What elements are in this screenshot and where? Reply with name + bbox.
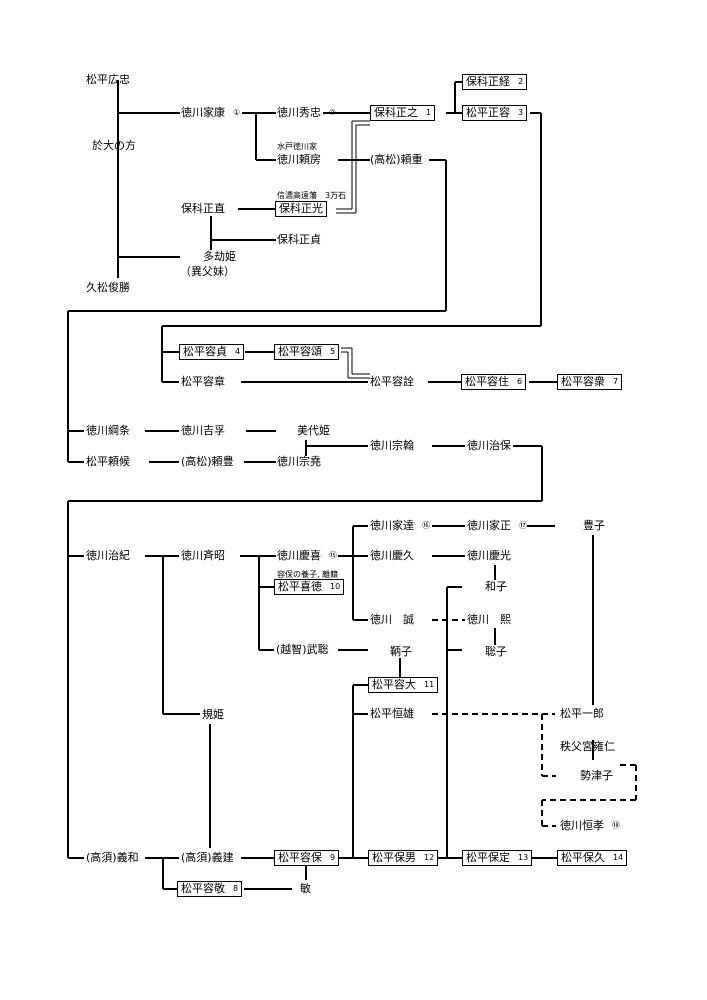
person-hoshina-masamitsu: 保科正光	[275, 201, 327, 217]
person-ochi-takeakira: (越智)武聡	[276, 643, 329, 656]
person-setsuko: 勢津子	[580, 769, 613, 782]
person-takahime: 多劫姫	[203, 250, 236, 263]
person-tokugawa-yoshimitsu: 徳川慶光	[467, 549, 511, 562]
person-chichibunomiya-yasuhito: 秩父宮雍仁	[560, 740, 615, 753]
person-kazuko: 和子	[485, 580, 507, 593]
person-matsudaira-katanobu: 松平容詮	[370, 375, 414, 388]
person-tokugawa-yoshihisa: 徳川慶久	[370, 549, 414, 562]
person-norihime: 規姫	[202, 708, 224, 721]
person-bin: 敏	[300, 882, 311, 895]
person-tokugawa-munemoto: 徳川宗翰	[370, 439, 414, 452]
person-tokugawa-harutoshi: 徳川治紀	[86, 549, 130, 562]
note-adopted-heir: 容保の養子, 離籍	[277, 570, 339, 579]
person-tokugawa-harumori: 徳川治保	[467, 439, 511, 452]
person-tokugawa-nariaki: 徳川斉昭	[181, 549, 225, 562]
person-tokugawa-tsunaeda: 徳川綱条	[86, 424, 130, 437]
person-matsudaira-yoritaka: 松平頼候	[86, 455, 130, 468]
person-toyoko: 豊子	[583, 519, 605, 532]
person-tokugawa-yoshizane: 徳川吉孚	[181, 424, 225, 437]
person-matsudaira-kataaki: 松平容章	[181, 375, 225, 388]
person-yasuko: 鞆子	[390, 645, 412, 658]
person-odai-no-kata: 於大の方	[92, 139, 136, 152]
person-tokugawa-yorifusa: 徳川頼房	[277, 153, 321, 166]
person-tokugawa-munetaka: 徳川宗堯	[277, 455, 321, 468]
person-hoshina-masasada: 保科正貞	[277, 233, 321, 246]
person-hisamatsu-toshikatsu: 久松俊勝	[86, 281, 130, 294]
person-tokugawa-makoto: 徳川 誠	[370, 613, 414, 626]
person-matsudaira-hirotada: 松平広忠	[86, 73, 130, 86]
person-matsudaira-ichiro: 松平一郎	[560, 707, 604, 720]
person-hoshina-masanao: 保科正直	[181, 202, 225, 215]
note-mito-tokugawa: 水戸徳川家	[277, 142, 317, 151]
person-takamatsu-yorishige: (高松)頼重	[370, 153, 423, 166]
person-miyohime: 美代姫	[297, 424, 330, 437]
person-takasu-yoshitatsu: (高須)義建	[181, 851, 234, 864]
person-matsudaira-tsuneo: 松平恒雄	[370, 707, 414, 720]
person-takasu-yoshiwa: (高須)義和	[86, 851, 139, 864]
person-takamatsu-yoritoyo: (高松)頼豊	[181, 455, 234, 468]
person-tokugawa-hiroshi: 徳川 熙	[467, 613, 511, 626]
person-satoko: 聡子	[485, 645, 507, 658]
note-ifu-mai: （異父妹）	[180, 265, 235, 278]
note-takato-domain: 信濃高遠藩 3万石	[277, 191, 347, 200]
